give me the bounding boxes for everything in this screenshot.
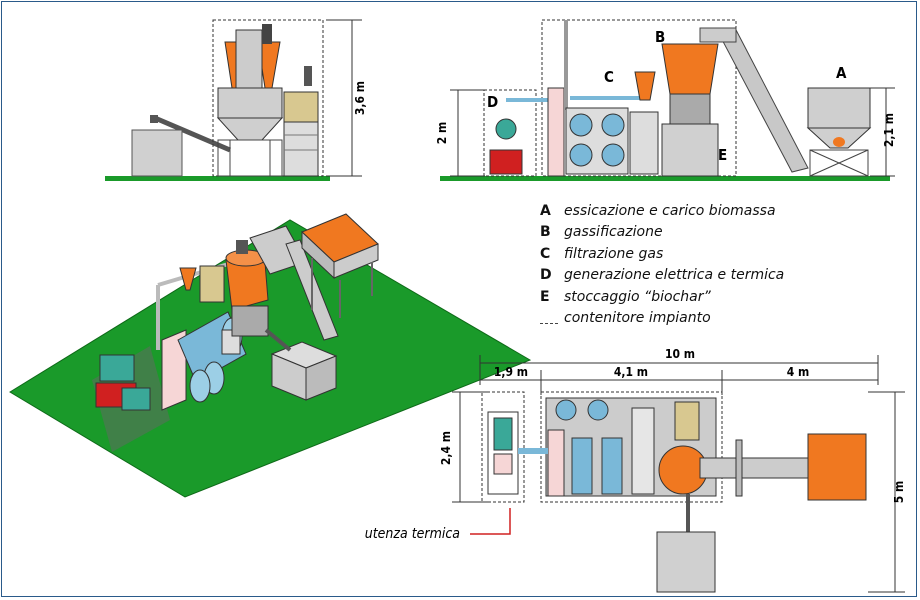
- dim-width-total: 5 m: [892, 481, 906, 504]
- dashed-line-icon: [540, 322, 558, 324]
- ground-line: [105, 176, 330, 181]
- label-a: A: [836, 64, 847, 82]
- elevation-right: 2 m D C B E A: [435, 19, 896, 181]
- legend-text: essicazione e carico biomassa: [564, 202, 776, 219]
- dim-len-d: 1,9 m: [494, 365, 528, 379]
- label-b: B: [655, 28, 665, 46]
- label-c: C: [604, 68, 614, 86]
- legend-item-a: A essicazione e carico biomassa: [540, 200, 840, 222]
- legend-item-container: contenitore impianto: [540, 308, 840, 330]
- dim-total-length: 10 m: [665, 347, 695, 361]
- ground-line: [440, 176, 890, 181]
- legend: A essicazione e carico biomassa B gassif…: [540, 200, 840, 329]
- legend-item-e: E stoccaggio “biochar”: [540, 286, 840, 308]
- dim-height-a: 3,6 m: [353, 81, 367, 115]
- dim-height-plant: 2 m: [435, 122, 449, 145]
- legend-item-b: B gassificazione: [540, 222, 840, 244]
- callout-utenza-termica: utenza termica: [365, 526, 460, 542]
- legend-item-d: D generazione elettrica e termica: [540, 265, 840, 287]
- dim-height-a-silo: 2,1 m: [882, 113, 896, 147]
- legend-text: stoccaggio “biochar”: [564, 288, 711, 305]
- legend-key: D: [540, 267, 552, 284]
- legend-key: A: [540, 202, 551, 219]
- legend-key: B: [540, 224, 551, 241]
- legend-text: generazione elettrica e termica: [564, 267, 785, 284]
- dim-len-a: 4 m: [787, 365, 810, 379]
- isometric-view: [9, 213, 532, 498]
- legend-text: gassificazione: [564, 224, 663, 241]
- elevation-left: 3,6 m: [105, 19, 367, 181]
- legend-text: contenitore impianto: [564, 310, 711, 327]
- legend-key: C: [540, 245, 551, 262]
- label-e: E: [718, 146, 727, 164]
- legend-item-c: C filtrazione gas: [540, 243, 840, 265]
- legend-text: filtrazione gas: [564, 245, 664, 262]
- legend-key: E: [540, 288, 550, 305]
- biomass-box: [131, 129, 183, 177]
- plan-view: 10 m 1,9 m 4,1 m 4 m 2,4 m 5 m: [365, 347, 906, 593]
- dim-len-container: 4,1 m: [614, 365, 648, 379]
- dim-width-container: 2,4 m: [439, 431, 453, 465]
- label-d: D: [487, 93, 498, 111]
